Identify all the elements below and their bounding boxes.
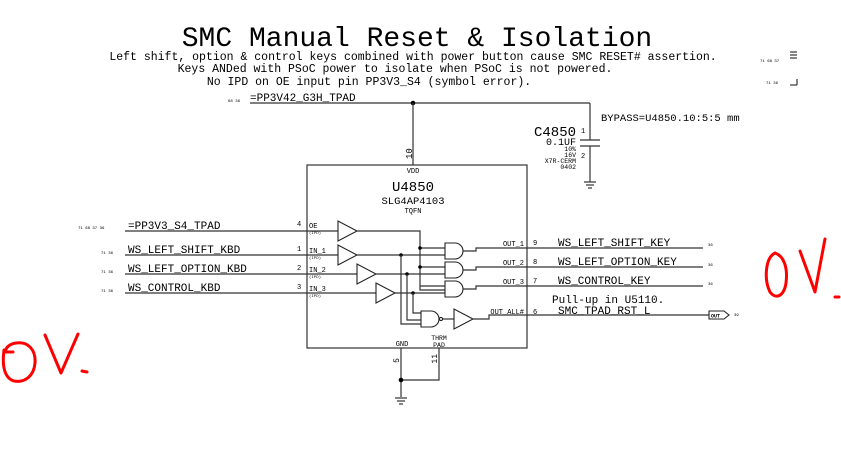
ground-icon [395,397,407,405]
output-pin-number: 9 [533,240,537,248]
page-title: SMC Manual Reset & Isolation [182,24,652,55]
input-pin-number: 4 [297,221,301,229]
capacitor-refdes: C4850 [534,125,576,141]
gnd-pin-number: 5 [393,358,402,363]
capacitor-pin2: 2 [581,153,585,161]
and-gate-3 [444,280,464,298]
and-gate-2 [444,261,464,279]
input-refs: 71 36 [101,290,114,294]
input-pin-label: OE [309,223,317,231]
capacitor-voltage: 16V [564,152,576,159]
annotation-0v-right [764,237,841,299]
buffer-in3 [375,282,397,304]
ic-package: TQFN [405,208,422,216]
ipd-label: (IPD) [309,256,321,261]
output-pin-label: OUT_2 [503,260,524,268]
output-out-all: 6 Pull-up in U5110. SMC_TPAD_RST_L OUT 3… [527,295,739,320]
note-line-2: Keys ANDed with PSoC power to isolate wh… [178,63,613,76]
output-pin-number: 8 [533,259,537,267]
port-label: OUT [711,314,720,320]
input-pin-label: IN_1 [309,248,326,256]
nand-gate [420,310,440,328]
input-refs: 71 36 [101,271,114,275]
buffer-in1 [337,244,359,266]
buffer-oe [337,220,359,242]
input-net-label: WS_LEFT_OPTION_KBD [128,264,247,276]
thrm-pin-number: 11 [431,354,440,364]
ipd-label: (IPD) [309,231,321,236]
input-in1: 71 36 WS_LEFT_SHIFT_KBD 1 IN_1 (IPD) [101,245,326,261]
input-oe: 71 68 37 36 =PP3V3_S4_TPAD 4 OE (IPD) [78,221,321,236]
output-net-label: WS_LEFT_SHIFT_KEY [558,238,671,250]
output-refs: 39 [734,314,739,318]
ic-part-number: SLG4AP4103 [381,196,444,208]
output-refs: 36 [708,283,713,287]
note-line-3: No IPD on OE input pin PP3V3_S4 (symbol … [207,76,531,89]
buffer-in2 [356,263,378,285]
capacitor-c4850 [580,139,600,189]
capacitor-value: 0.1UF [546,138,576,149]
ground-icon [584,181,596,189]
input-net-label: =PP3V3_S4_TPAD [128,221,221,233]
input-in3: 71 36 WS_CONTROL_KBD 3 IN_3 (IPD) [101,283,326,299]
pullup-note: Pull-up in U5110. [552,295,664,307]
junction-dot [398,377,404,383]
capacitor-package: 0402 [560,164,576,171]
internal-logic [307,220,527,330]
note-page-ref-1: 71 68 37 [760,60,780,64]
output-refs: 36 [708,244,713,248]
note-flag-icon-1 [790,51,797,59]
output-net-label: WS_CONTROL_KEY [558,276,651,288]
output-pin-number: 6 [533,309,537,317]
output-pin-label: OUT_3 [503,279,524,287]
input-net-label: WS_LEFT_SHIFT_KBD [128,245,241,257]
input-net-label: WS_CONTROL_KBD [128,283,221,295]
vdd-label: VDD [407,168,420,176]
input-pin-number: 2 [297,265,301,273]
capacitor-tolerance: 10% [564,146,576,153]
power-rail-net: =PP3V42_G3H_TPAD [250,93,356,105]
input-pin-label: IN_2 [309,267,326,275]
output-net-label: SMC_TPAD_RST_L [558,306,650,318]
off-page-port-icon: OUT [708,310,730,320]
note-page-ref-3: 71 36 [766,82,779,86]
output-net-label: WS_LEFT_OPTION_KEY [558,257,677,269]
output-out3: 7 WS_CONTROL_KEY 36 [527,276,713,288]
input-pin-label: IN_3 [309,286,326,294]
output-pin-label: OUT_1 [503,241,524,249]
ic-refdes: U4850 [392,180,434,196]
output-out2: 8 WS_LEFT_OPTION_KEY 36 [527,257,713,269]
bypass-note: BYPASS=U4850.10:5:5 mm [601,113,740,125]
output-out1: 9 WS_LEFT_SHIFT_KEY 36 [527,238,713,250]
input-pin-number: 1 [297,246,301,254]
output-refs: 36 [708,264,713,268]
output-pin-label: OUT_ALL# [490,309,524,317]
ipd-label: (IPD) [309,275,321,280]
thrm-label-2: PAD [433,342,445,349]
capacitor-pin1: 1 [581,128,585,136]
thrm-label-1: THRM [431,335,447,342]
ipd-label: (IPD) [309,294,321,299]
note-line-1: Left shift, option & control keys combin… [109,51,716,64]
annotation-0v-left [1,332,89,383]
input-refs: 71 36 [101,252,114,256]
power-rail-refs: 68 36 [228,100,241,104]
input-refs: 71 68 37 36 [78,227,105,231]
input-in2: 71 36 WS_LEFT_OPTION_KBD 2 IN_2 (IPD) [101,264,326,280]
input-pin-number: 3 [297,284,301,292]
vdd-pin-number: 10 [405,148,415,159]
and-gate-1 [444,242,464,260]
gnd-label: GND [396,341,409,349]
capacitor-dielectric: X7R-CERM [545,158,576,165]
note-flag-icon-3 [790,79,798,86]
output-pin-number: 7 [533,278,537,286]
buffer-out-all [453,308,475,330]
